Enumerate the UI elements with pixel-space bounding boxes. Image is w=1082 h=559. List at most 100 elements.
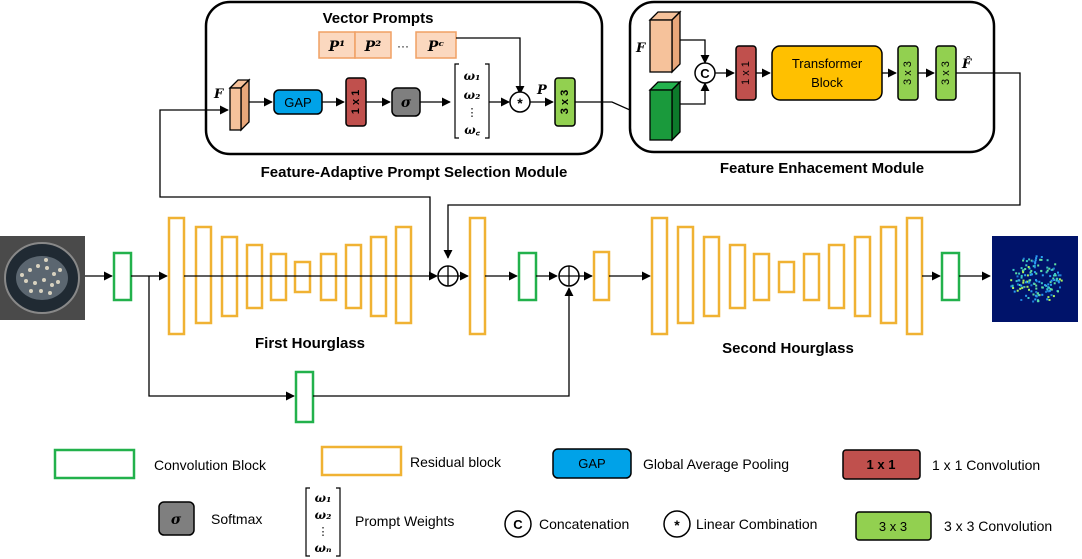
density-dot [1028, 281, 1031, 284]
density-dot [1033, 266, 1036, 269]
residual-block [728, 243, 747, 310]
transformer-block [771, 45, 883, 101]
density-dot [1060, 279, 1063, 282]
transformer-label-line1: Transformer [792, 56, 863, 71]
residual-block [777, 260, 796, 294]
density-dot [1030, 269, 1033, 272]
density-dot [1026, 274, 1029, 277]
density-dot [1035, 284, 1038, 287]
density-dot [1034, 261, 1037, 264]
density-dot [1045, 271, 1048, 274]
prompt-pc-label: Pᶜ [427, 39, 445, 55]
density-dot [1046, 288, 1049, 291]
arrow-feature-to-fapsm [159, 105, 431, 276]
prompt-p1-box [318, 31, 356, 59]
density-dot [1024, 268, 1027, 270]
density-dot [1034, 294, 1037, 297]
density-dot [1022, 269, 1025, 272]
density-dot [1057, 290, 1059, 293]
density-dot [1035, 257, 1038, 260]
fem-feature-f-label: F [635, 41, 646, 56]
density-dot [1022, 279, 1025, 282]
density-dot [1020, 299, 1023, 301]
legend-conv1x1-swatch [842, 449, 921, 480]
fapsm-conv3x3-label: 3 x 3 [559, 90, 571, 114]
legend-lincomb-symbol: * [674, 517, 680, 533]
concat-symbol: C [700, 66, 710, 81]
softmax-symbol: σ [401, 95, 412, 111]
residual-block [752, 252, 771, 302]
density-dot [1025, 281, 1027, 284]
density-dot [1048, 267, 1051, 270]
residual-block [194, 225, 213, 325]
density-dot [1020, 267, 1023, 270]
prompt-p2-box [354, 31, 392, 59]
arrow-fem-output-to-add [443, 72, 1021, 259]
density-dot [1010, 279, 1013, 282]
density-dot [1049, 275, 1052, 278]
density-dot [1052, 267, 1055, 270]
density-dot [1047, 283, 1050, 286]
density-dot [1041, 286, 1044, 289]
density-dot [1026, 285, 1029, 288]
legend-conv-block-label: Convolution Block [154, 457, 267, 473]
density-dot [1025, 264, 1028, 267]
legend-weight-w2: ω₂ [315, 508, 332, 522]
fem-module: F C 1 x 1 Transformer Block 3 x 3 3 x 3 … [628, 0, 996, 177]
density-dot [1015, 272, 1018, 275]
legend-gap-swatch [552, 448, 632, 479]
density-dot [1035, 280, 1038, 283]
residual-block [650, 216, 669, 336]
lincomb-symbol: * [517, 95, 523, 111]
legend-gap-label: Global Average Pooling [643, 456, 789, 472]
density-dot [1050, 269, 1053, 271]
density-dot [1045, 290, 1048, 293]
density-dot [1018, 284, 1021, 286]
conv-block-output [940, 251, 961, 302]
legend-softmax-label: Softmax [211, 511, 262, 527]
density-dot [1011, 284, 1014, 287]
density-dot [1035, 255, 1038, 258]
density-dot [1041, 274, 1044, 277]
density-dot [1041, 293, 1044, 296]
density-dot [1016, 283, 1019, 286]
density-dot [1029, 273, 1032, 276]
legend-residual-swatch [320, 445, 403, 477]
legend-concat-symbol: C [513, 517, 523, 532]
arrow-p-concat [680, 82, 710, 105]
density-dot [1047, 296, 1050, 299]
residual-block [468, 216, 487, 336]
prompt-p1-label: P¹ [328, 39, 346, 55]
density-dot [1040, 282, 1043, 285]
legend-prompt-weights-label: Prompt Weights [355, 513, 454, 529]
fem-output-f-hat-label: F̂ [961, 56, 972, 72]
density-dot [1035, 279, 1037, 282]
residual-block [905, 216, 924, 336]
weight-wc: ω꜀ [464, 123, 480, 137]
density-dot [1049, 281, 1052, 284]
density-dot [1046, 259, 1049, 262]
density-dot [1046, 266, 1049, 269]
prompt-pc-box [415, 31, 457, 59]
density-dot [1029, 271, 1032, 274]
fapsm-frame [204, 0, 604, 156]
prompts-arrow [456, 37, 525, 95]
residual-block [394, 225, 413, 325]
legend-residual-label: Residual block [410, 454, 502, 470]
density-dot [1027, 297, 1030, 299]
output-density-map [992, 236, 1078, 322]
density-dot [1058, 278, 1061, 281]
add-op-2 [558, 265, 580, 287]
density-dot [1022, 286, 1025, 289]
density-dot [1037, 300, 1040, 303]
density-dot [1038, 280, 1041, 283]
fem-conv3x3a-label: 3 x 3 [902, 61, 914, 85]
conv-block-skip [294, 370, 315, 424]
feature-f-label: F [213, 87, 224, 102]
density-dot [1036, 292, 1039, 295]
density-dot [1055, 279, 1058, 282]
legend: Convolution Block Residual block GAP Glo… [53, 445, 1052, 557]
prompt-p-label: P [536, 83, 548, 98]
legend-softmax-swatch [158, 501, 195, 536]
